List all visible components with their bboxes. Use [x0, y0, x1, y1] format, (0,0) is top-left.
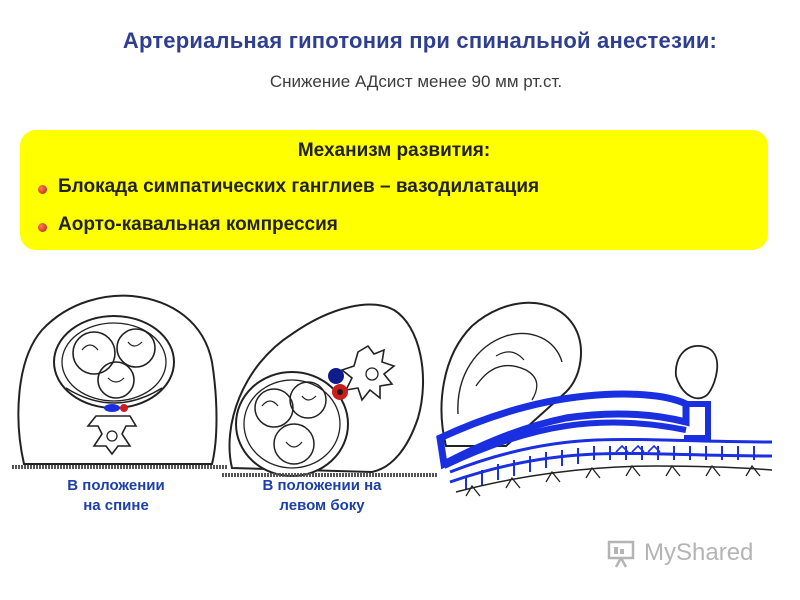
slide-subtitle: Снижение АДсист менее 90 мм рт.ст.	[0, 72, 800, 92]
left-side-caption: В положении на левом боку	[240, 476, 404, 516]
supine-caption-line1: В положении	[67, 477, 165, 494]
slide-subtitle-text: Снижение АДсист менее 90 мм рт.ст.	[269, 72, 563, 91]
supine-cross-section-illustration	[12, 294, 227, 469]
sagittal-vessel-illustration	[436, 301, 773, 497]
bullet-dot-icon	[38, 222, 47, 232]
bullet-text: Аорто-кавальная компрессия	[58, 214, 338, 235]
left-lateral-cross-section-illustration	[222, 303, 437, 477]
myshared-watermark: MyShared	[606, 536, 753, 570]
slide-title-text: Артериальная гипотония при спинальной ан…	[122, 28, 718, 53]
mechanism-heading: Механизм развития:	[297, 140, 491, 161]
left-side-caption-line2: левом боку	[279, 497, 365, 514]
bullet-item-sympathetic-block: Блокада симпатических ганглиев – вазодил…	[38, 176, 539, 198]
bullet-text: Блокада симпатических ганглиев – вазодил…	[58, 176, 540, 197]
supine-caption: В положении на спине	[46, 476, 186, 516]
bullet-dot-icon	[38, 184, 47, 194]
left-side-caption-line1: В положении на	[262, 477, 382, 494]
watermark-text: MyShared	[644, 539, 754, 566]
supine-caption-line2: на спине	[83, 497, 149, 514]
presentation-board-icon	[607, 540, 635, 568]
mechanism-box: Механизм развития: Блокада симпатических…	[20, 130, 768, 250]
bullet-item-aortocaval-compression: Аорто-кавальная компрессия	[38, 214, 338, 236]
slide-title: Артериальная гипотония при спинальной ан…	[0, 28, 800, 54]
